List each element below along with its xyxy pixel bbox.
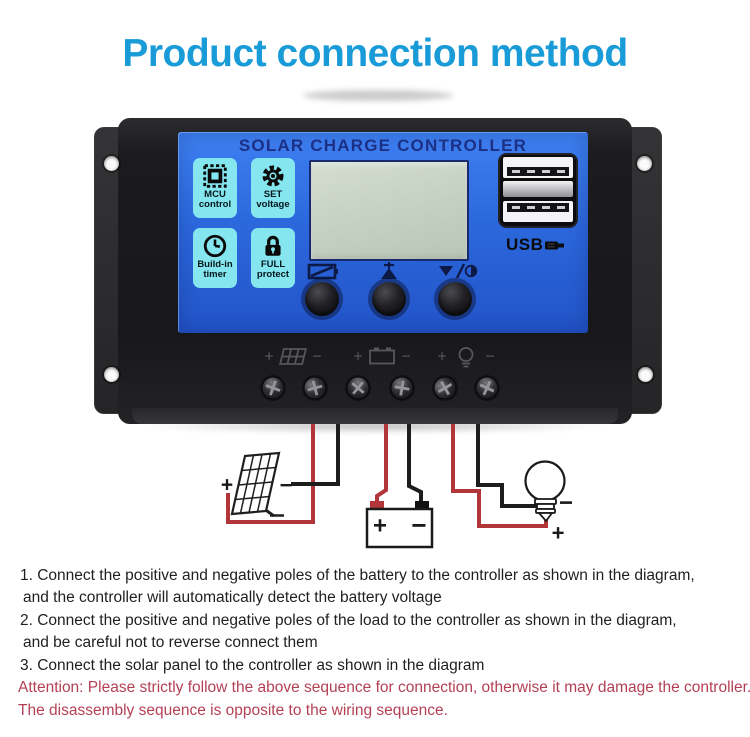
battery-icon bbox=[365, 501, 434, 549]
title-shadow bbox=[303, 90, 453, 101]
up-button bbox=[372, 282, 406, 316]
badge-label: protect bbox=[256, 269, 290, 280]
button-icons bbox=[307, 262, 478, 280]
mounting-hole bbox=[103, 155, 119, 171]
attention-line: Attention: Please strictly follow the ab… bbox=[18, 679, 750, 696]
bulb-plus-label: + bbox=[552, 521, 565, 546]
feature-badge-mcu-control: MCU control bbox=[193, 158, 237, 218]
badge-label: timer bbox=[203, 269, 227, 280]
battery-minus-label: − bbox=[411, 510, 426, 540]
page-title: Product connection method bbox=[122, 32, 628, 75]
mounting-hole bbox=[637, 366, 653, 382]
instruction-line: and the controller will automatically de… bbox=[23, 589, 442, 607]
terminal-minus: − bbox=[401, 349, 410, 366]
solar-minus-label: − bbox=[280, 473, 293, 498]
attention-note: Attention: Please strictly follow the ab… bbox=[18, 677, 750, 722]
feature-badge-timer: Build-in timer bbox=[193, 228, 237, 288]
load-positive-wire bbox=[451, 405, 548, 528]
instruction-line: 3. Connect the solar panel to the contro… bbox=[20, 656, 485, 674]
solar-terminal-icon bbox=[279, 348, 307, 365]
device-face: SOLAR CHARGE CONTROLLER MCU control bbox=[178, 132, 588, 333]
badge-label: Build-in bbox=[197, 259, 233, 270]
battery-plus-label: + bbox=[373, 513, 387, 540]
badge-label: control bbox=[198, 199, 232, 210]
usb-ports bbox=[498, 153, 578, 228]
mounting-hole bbox=[636, 155, 652, 171]
instruction-line: and be careful not to reverse connect th… bbox=[23, 634, 318, 652]
terminal-plus: + bbox=[353, 349, 362, 366]
badge-label: SET bbox=[263, 189, 283, 200]
lcd-screen bbox=[309, 160, 469, 261]
feature-badges: MCU control SET voltage bbox=[193, 158, 295, 288]
battery-positive-wire bbox=[375, 405, 388, 505]
solar-plus-label: + bbox=[221, 474, 233, 497]
badge-label: MCU bbox=[204, 189, 226, 200]
bulb-icon bbox=[524, 460, 566, 523]
feature-badge-set-voltage: SET voltage bbox=[251, 158, 295, 218]
up-arrow-icon bbox=[381, 262, 397, 279]
clock-icon bbox=[202, 232, 228, 260]
usb-logo-text: USB bbox=[506, 235, 544, 254]
lock-icon bbox=[260, 232, 286, 260]
gear-icon bbox=[260, 162, 286, 190]
device-title: SOLAR CHARGE CONTROLLER bbox=[238, 136, 528, 155]
badge-label: FULL bbox=[260, 259, 286, 270]
solar-negative-wire bbox=[291, 405, 340, 486]
bulb-minus-label: − bbox=[559, 490, 573, 517]
instruction-line: 2. Connect the positive and negative pol… bbox=[20, 611, 677, 629]
usb-logo: USB bbox=[506, 235, 582, 255]
battery-negative-wire bbox=[407, 405, 423, 505]
usb-plug-icon bbox=[545, 241, 565, 249]
load-terminal-icon bbox=[458, 347, 474, 368]
load-negative-wire bbox=[476, 405, 538, 508]
terminal-minus: − bbox=[312, 349, 321, 366]
instructions: 1. Connect the positive and negative pol… bbox=[20, 565, 746, 677]
solar-positive-wire bbox=[226, 405, 315, 524]
battery-terminal-icon bbox=[369, 347, 395, 365]
usb-port-bottom bbox=[503, 201, 573, 222]
solar-panel-icon bbox=[230, 451, 284, 518]
terminal-plus: + bbox=[437, 349, 446, 366]
mode-button bbox=[305, 282, 339, 316]
badge-label: voltage bbox=[256, 199, 290, 210]
battery-mode-icon bbox=[307, 263, 338, 280]
down-arrow-display-icon bbox=[439, 263, 478, 279]
usb-pins bbox=[507, 167, 569, 176]
down-button bbox=[438, 282, 472, 316]
terminal-screws bbox=[260, 375, 500, 401]
terminal-minus: − bbox=[485, 349, 494, 366]
usb-shell-divider bbox=[503, 181, 573, 197]
terminal-labels: + − + − + bbox=[264, 347, 495, 368]
terminal-plus: + bbox=[264, 349, 273, 366]
mounting-hole bbox=[103, 366, 119, 382]
usb-port-top bbox=[503, 157, 573, 178]
attention-line: The disassembly sequence is opposite to … bbox=[18, 701, 448, 719]
feature-badge-protect: FULL protect bbox=[251, 228, 295, 288]
instruction-line: 1. Connect the positive and negative pol… bbox=[20, 567, 695, 584]
terminal-screw-row bbox=[260, 375, 500, 401]
usb-pins bbox=[507, 203, 569, 212]
chip-icon bbox=[202, 162, 228, 190]
